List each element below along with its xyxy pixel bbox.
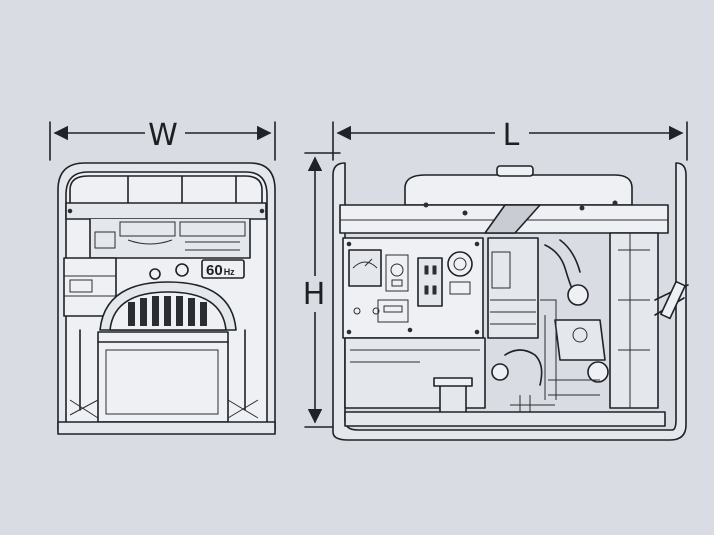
- voltmeter: [348, 249, 382, 287]
- length-label: L: [503, 118, 520, 153]
- width-label: W: [148, 118, 178, 153]
- front-view: 60Hz: [57, 162, 276, 435]
- alternator-vents: [128, 296, 207, 326]
- outlet: [417, 257, 443, 307]
- fuel-cap: [496, 165, 534, 177]
- frequency-unit: Hz: [224, 267, 235, 277]
- length-dimension: L: [332, 116, 688, 161]
- frequency-tag: [201, 259, 245, 279]
- height-label: H: [303, 277, 326, 312]
- breaker-dial: [447, 251, 473, 277]
- frequency-value: 60: [206, 262, 223, 279]
- svg-text:60Hz: 60Hz: [206, 262, 235, 279]
- side-view: [332, 162, 689, 441]
- width-dimension: W: [49, 116, 276, 161]
